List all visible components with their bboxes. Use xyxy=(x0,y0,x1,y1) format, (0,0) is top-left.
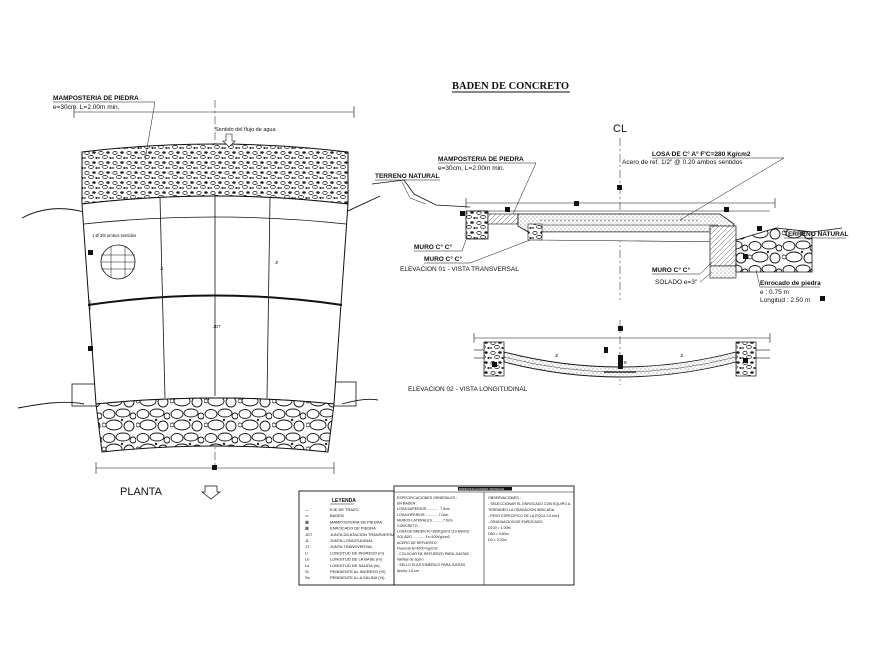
specs-line: Ancho 1.5 cm xyxy=(397,569,419,573)
elev1-terrain-left: TERRENO NATURAL xyxy=(375,173,440,180)
plan-view: JDT Jl Jl 1 Ø 3/8 ambos sentidos MAMPOST… xyxy=(17,95,381,500)
drawing-title: BADEN DE CONCRETO xyxy=(452,81,569,92)
specs-note-line: D50 = 0.60m xyxy=(488,532,509,536)
elev2-view-label: ELEVACION 02 - VISTA LONGITUDINAL xyxy=(408,386,528,393)
specs-line: Fluencia fy=4200 Kg/cm2 xyxy=(397,546,438,550)
elev1-terrain-right: TERRENO NATURAL xyxy=(784,231,849,238)
legend-rows: — EJE DE TRAZO ▭ BADEN ▦ MAMPOSTERIA DE PIEDR… xyxy=(305,507,398,580)
elev2-center-label: B xyxy=(624,360,627,365)
specs-line: CONCRETO : xyxy=(397,524,420,528)
legend-symbol: JT xyxy=(305,544,310,549)
specs-header-bar xyxy=(458,487,512,491)
plan-masonry-title: MAMPOSTERIA DE PIEDRA xyxy=(53,95,139,102)
specs-note-line: OBSERVACIONES : xyxy=(488,496,521,500)
elev1-slab-label: LOSA DE C° A° F'C=280 Kg/cm2 xyxy=(652,150,751,158)
plan-slope-label-left: Jl xyxy=(160,266,163,271)
legend-item-text: ENROCADO DE PIEDRA xyxy=(330,526,376,531)
legend-item-text: LONGITUD DE SALIDA (m) xyxy=(330,563,380,568)
specs-line: - COLOCAR DE REFUERZO PARA JUNTAS xyxy=(397,552,469,556)
plan-joint-label: JDT xyxy=(213,324,221,329)
plan-arrow-icon xyxy=(200,485,222,500)
specs-line: EN BADEN : xyxy=(397,502,417,506)
plan-masonry-spec: e=30cm. L=2.00m min. xyxy=(53,104,120,111)
elev1-wall-label-3: MURO C° C° xyxy=(652,266,690,274)
elev1-masonry-title: MAMPOSTERIA DE PIEDRA xyxy=(438,156,524,163)
plan-view-label: PLANTA xyxy=(120,486,163,498)
specs-line: Varillas de acero xyxy=(397,558,424,562)
centerline-symbol: CL xyxy=(613,123,627,135)
legend-item-text: PENDIENTE A LA SALIDA (%) xyxy=(330,575,385,580)
specs-note-line: D100 = 1.00m xyxy=(488,526,511,530)
legend-symbol: — xyxy=(305,507,309,512)
legend-symbol: JDT xyxy=(305,532,313,537)
legend-item-text: JUNTA DILATACION TRANSVERSAL xyxy=(330,532,398,537)
specs-line: LOSA SUPERIOR ............ 7.0cm xyxy=(397,507,450,511)
specs-note-line: TERRANEO LA GRADACION INDICADA xyxy=(488,508,555,512)
legend-item-text: MAMPOSTERIA DE PIEDRA xyxy=(330,519,382,524)
legend-symbol: Ss xyxy=(305,575,310,580)
specs-note-line: D0 = 0.20m xyxy=(488,538,507,542)
specs-note-line: - GRADUACION DE ENROCADO: xyxy=(488,520,543,524)
specs-note-line: - SELECCIONAR EL ENROCADO CON EQUIPO A- xyxy=(488,502,572,506)
legend-item-text: LONGITUD DE LA BASE (m) xyxy=(330,557,383,562)
legend-symbol: ▭ xyxy=(305,513,309,518)
legend-symbol: ▦ xyxy=(305,526,309,531)
legend-symbol: Lb xyxy=(305,557,310,562)
flow-direction-label: Sentido del flujo de agua xyxy=(215,127,276,133)
elev2-slope-left: Jl xyxy=(555,353,558,358)
plan-detail-label: 1 Ø 3/8 ambos sentidos xyxy=(92,233,136,238)
specs-line: ACERO DE REFUERZO : xyxy=(397,541,439,545)
legend-item-text: BADEN xyxy=(330,513,344,518)
elevation-02: Jl Jl B ELEVACION 02 - VISTA LONGITUDINA… xyxy=(408,320,771,393)
legend-symbol: Li xyxy=(305,550,308,555)
specs-note-line: - PESO ESPECIFICO DE LA ROCA 2.6 t/m3 xyxy=(488,514,559,518)
elevation-01: TERRENO NATURAL MAMPOSTERIA DE PIEDRA e=… xyxy=(371,138,849,304)
specs-line: SOLADO ............ f'c=100Kg/cm2 xyxy=(397,535,450,539)
elev1-wall-label-1: MURO C° C° xyxy=(414,243,452,251)
specs-line: LOSA INFERIOR ............ 7.0cm xyxy=(397,513,448,517)
specs-line: MUROS LATERALES ......... 7.0cm xyxy=(397,518,453,522)
flow-arrow-icon xyxy=(222,133,236,148)
legend-item-text: EJE DE TRAZO xyxy=(330,507,359,512)
elev1-masonry-spec: e=30cm, L=2.00m min. xyxy=(438,165,505,172)
elev1-view-label: ELEVACION 01 - VISTA TRANSVERSAL xyxy=(400,266,519,273)
elev1-stone-thickness: e : 0.75 m xyxy=(760,289,789,296)
specs-line: - SELLO ELASTOMERICO PARA JUNTAS xyxy=(397,563,466,567)
specs-line: LOSA DE BADEN f'c=280Kg/cm2 (10 kN/m2) xyxy=(397,530,469,534)
legend-item-text: LONGITUD DE INGRESO (m) xyxy=(330,550,385,555)
legend-symbol: Si xyxy=(305,569,309,574)
elev1-solado-label: SOLADO e=3" xyxy=(655,279,698,286)
specs-line: ESPECIFICACIONES GENERALES : xyxy=(397,496,457,500)
legend-symbol: ▦ xyxy=(305,519,309,524)
specs-header: ESPECIFICACIONES TECNICAS xyxy=(459,487,504,491)
legend-title: LEYENDA xyxy=(332,498,356,504)
legend-item-text: PENDIENTE AL INGRESO (%) xyxy=(330,569,386,574)
legend-item-text: JUNTA TRANSVERSAL xyxy=(330,544,374,549)
elev2-slope-right: Jl xyxy=(680,353,683,358)
specs-table: ESPECIFICACIONES TECNICAS ESPECIFICACION… xyxy=(393,485,575,586)
legend-table: LEYENDA — EJE DE TRAZO ▭ BADEN ▦ MAMPOSTERIA … xyxy=(298,490,398,586)
elev1-rebar-label: Acero de ref. 1/2" @ 0.20 ambos sentidos xyxy=(622,159,743,166)
elev1-wall-label-2: MURO C° C° xyxy=(424,255,462,263)
specs-column-1: ESPECIFICACIONES GENERALES :EN BADEN :LO… xyxy=(397,496,469,573)
legend-symbol: JL xyxy=(305,538,310,543)
specs-column-2: OBSERVACIONES : - SELECCIONAR EL ENROCADO… xyxy=(488,496,572,542)
plan-slope-label-right: Jl xyxy=(275,260,278,265)
elev1-stone-title: Enrocado de piedra xyxy=(760,280,821,287)
legend-symbol: Ls xyxy=(305,563,309,568)
elev1-stone-length: Longitud : 2.50 m xyxy=(760,297,810,304)
legend-item-text: JUNTA LONGITUDINAL xyxy=(330,538,374,543)
